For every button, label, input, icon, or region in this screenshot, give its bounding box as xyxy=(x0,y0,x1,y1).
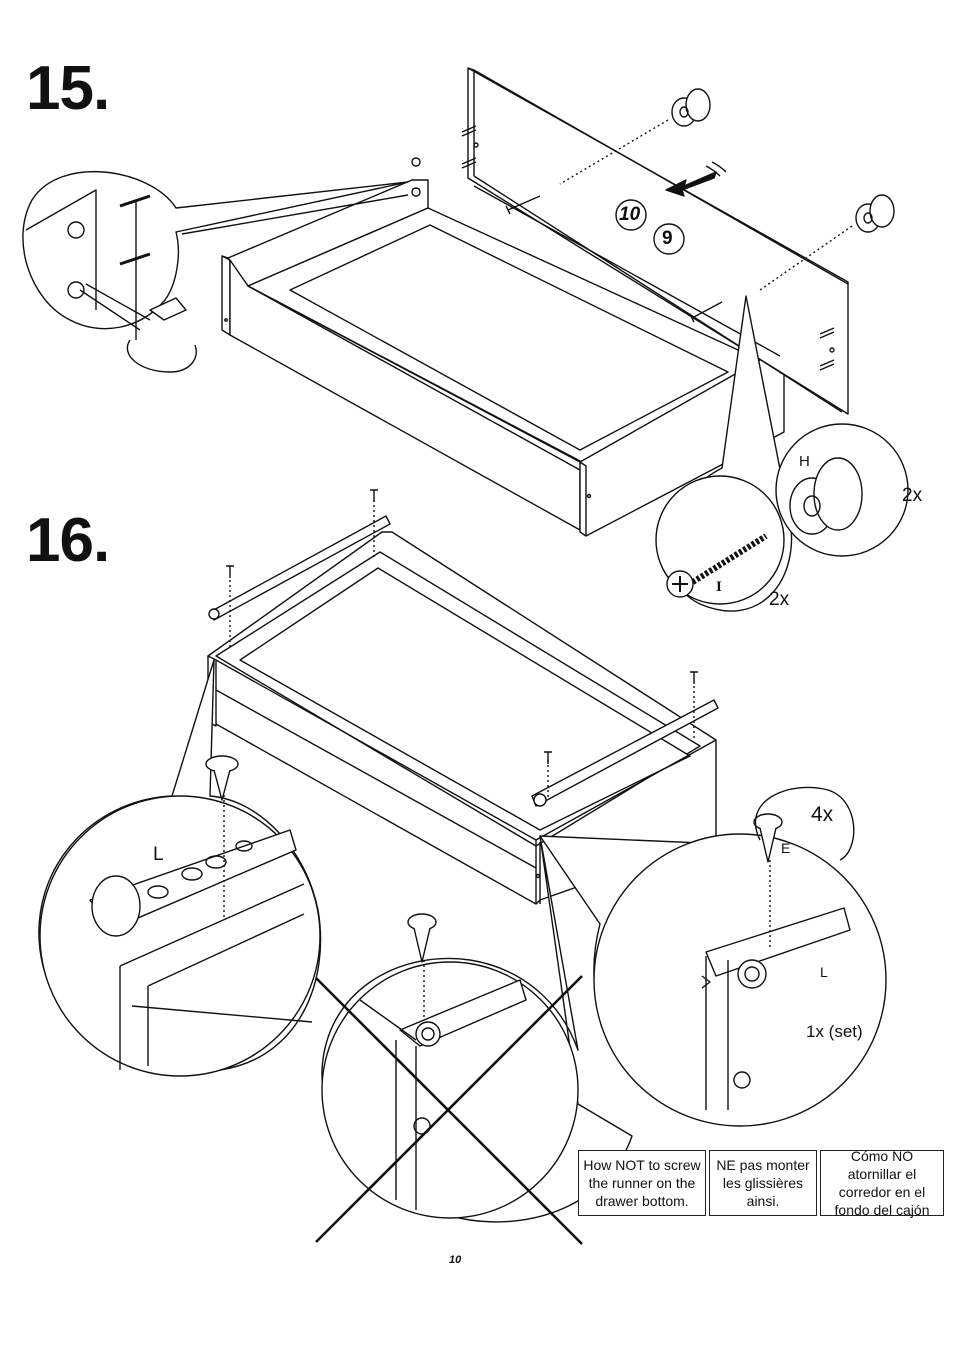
quantity-set: 1x (set) xyxy=(806,1022,863,1041)
cross-out-x xyxy=(315,975,583,1245)
step-15-number: 15. xyxy=(26,54,110,123)
part-label-I: I xyxy=(716,579,722,595)
magnifier-knob-step15 xyxy=(775,423,909,557)
page-number: 10 xyxy=(449,1254,462,1266)
part-label-H: H xyxy=(799,453,810,470)
part-label-9: 9 xyxy=(662,228,673,249)
part-circle-9 xyxy=(653,223,685,255)
runner-left-step16 xyxy=(208,489,391,648)
arrow-step15 xyxy=(665,171,717,197)
magnifier-right-step16 xyxy=(539,786,887,1127)
quantity-screws: 4x xyxy=(811,803,834,826)
quantity-knob: 2x xyxy=(902,485,923,506)
warning-english-text: How NOT to screw the runner on the drawe… xyxy=(583,1157,701,1209)
warning-french-text: NE pas monter les glissières ainsi. xyxy=(716,1157,810,1209)
runner-right-step16 xyxy=(531,671,719,807)
dowels-step15 xyxy=(461,125,835,371)
warning-french: NE pas monter les glissières ainsi. xyxy=(709,1150,817,1216)
magnifier-left-step16 xyxy=(38,659,322,1077)
quantity-screw: 2x xyxy=(769,589,790,610)
magnifier-wrong-step16 xyxy=(321,835,633,1223)
warning-spanish: Cómo NO atornillar el corredor en el fon… xyxy=(820,1148,944,1218)
screws-step15 xyxy=(505,195,723,323)
part-label-10: 10 xyxy=(619,204,641,225)
part-label-L-right: L xyxy=(820,964,828,980)
knob-top-step15 xyxy=(671,88,711,127)
warning-english: How NOT to screw the runner on the drawe… xyxy=(578,1150,706,1216)
step-16-number: 16. xyxy=(26,506,110,575)
magnifier-screw-step15 xyxy=(655,295,793,612)
front-panel-step15 xyxy=(467,67,849,415)
part-label-L-left: L xyxy=(153,844,164,865)
warning-spanish-text: Cómo NO atornillar el corredor en el fon… xyxy=(834,1148,930,1218)
magnifier-left-step15 xyxy=(22,170,409,373)
knob-right-step15 xyxy=(855,194,895,233)
part-circle-10 xyxy=(615,199,647,231)
part-label-E: E xyxy=(781,840,791,856)
